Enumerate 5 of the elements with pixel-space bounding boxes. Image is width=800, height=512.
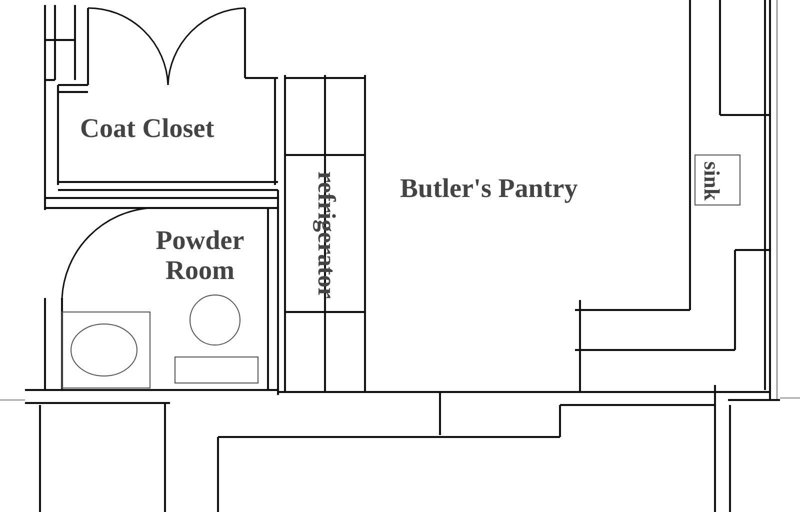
fixture-label: sink	[698, 161, 726, 201]
room-label: Coat Closet	[80, 113, 214, 143]
room-label: Powder Room	[154, 225, 246, 285]
fixture-label: refrigerator	[312, 171, 341, 299]
room-label: Butler's Pantry	[400, 173, 578, 203]
